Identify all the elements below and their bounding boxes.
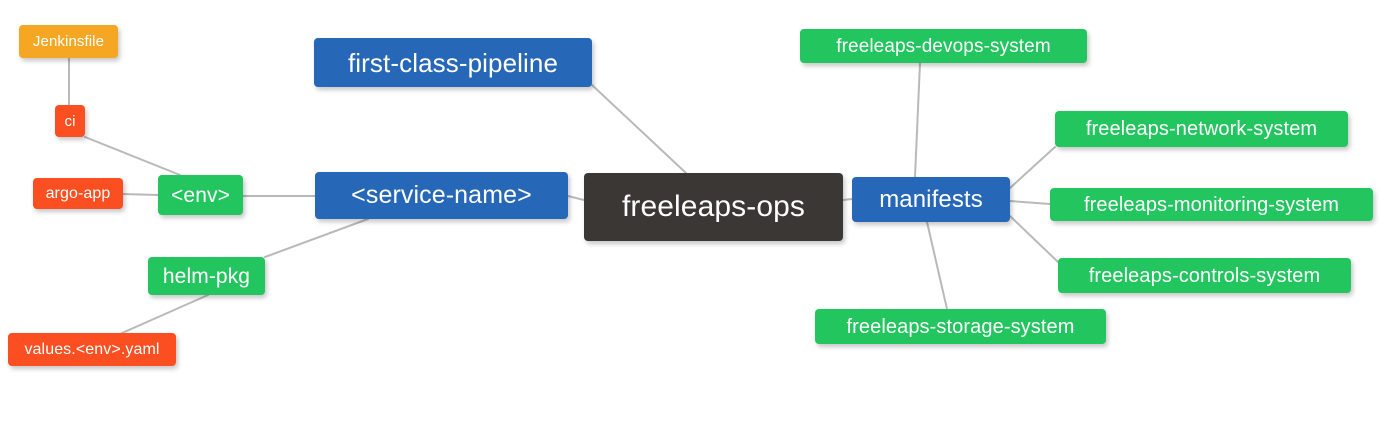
edge-freeleaps-devops-system-to-manifests (914, 62, 921, 178)
node-label: <service-name> (351, 181, 532, 209)
node-ci[interactable]: ci (55, 105, 85, 137)
node-label: freeleaps-network-system (1085, 118, 1318, 140)
node-values-env-yaml[interactable]: values.<env>.yaml (8, 333, 176, 366)
node-label: Jenkinsfile (32, 33, 105, 50)
node-jenkinsfile[interactable]: Jenkinsfile (19, 25, 118, 58)
node-label: manifests (879, 185, 983, 213)
node-label: argo-app (45, 184, 111, 202)
node-label: freeleaps-ops (621, 190, 806, 223)
edge-helm-pkg-to-service-name (264, 218, 369, 258)
node-env[interactable]: <env> (158, 175, 243, 215)
node-label: freeleaps-controls-system (1088, 264, 1321, 287)
node-label: freeleaps-storage-system (846, 315, 1075, 338)
node-freeleaps-storage-system[interactable]: freeleaps-storage-system (815, 309, 1106, 344)
node-argo-app[interactable]: argo-app (33, 178, 123, 209)
edge-freeleaps-controls-system-to-manifests (1009, 215, 1059, 263)
edge-freeleaps-network-system-to-manifests (1009, 146, 1056, 189)
edge-freeleaps-monitoring-system-to-manifests (1009, 200, 1051, 205)
node-label: ci (64, 112, 76, 130)
node-freeleaps-ops[interactable]: freeleaps-ops (584, 173, 843, 241)
node-first-class-pipeline[interactable]: first-class-pipeline (314, 38, 592, 87)
edge-first-class-pipeline-to-freeleaps-ops (591, 84, 687, 174)
node-freeleaps-devops-system[interactable]: freeleaps-devops-system (800, 29, 1087, 63)
node-label: first-class-pipeline (347, 47, 559, 78)
node-label: <env> (171, 183, 230, 207)
node-service-name[interactable]: <service-name> (315, 172, 568, 219)
node-freeleaps-monitoring-system[interactable]: freeleaps-monitoring-system (1050, 188, 1373, 221)
edge-freeleaps-ops-to-manifests (842, 198, 853, 201)
edge-argo-app-to-env (122, 193, 159, 196)
node-freeleaps-controls-system[interactable]: freeleaps-controls-system (1058, 258, 1351, 293)
node-label: freeleaps-devops-system (836, 35, 1051, 57)
node-helm-pkg[interactable]: helm-pkg (148, 257, 265, 295)
node-label: helm-pkg (162, 264, 251, 288)
edge-ci-to-env (84, 136, 181, 176)
node-freeleaps-network-system[interactable]: freeleaps-network-system (1055, 111, 1348, 147)
edge-values-env-yaml-to-helm-pkg (121, 294, 209, 334)
node-manifests[interactable]: manifests (852, 177, 1010, 222)
edge-service-name-to-freeleaps-ops (567, 195, 585, 201)
node-label: freeleaps-monitoring-system (1083, 193, 1339, 216)
edge-freeleaps-storage-system-to-manifests (926, 221, 948, 310)
node-label: values.<env>.yaml (24, 340, 160, 358)
